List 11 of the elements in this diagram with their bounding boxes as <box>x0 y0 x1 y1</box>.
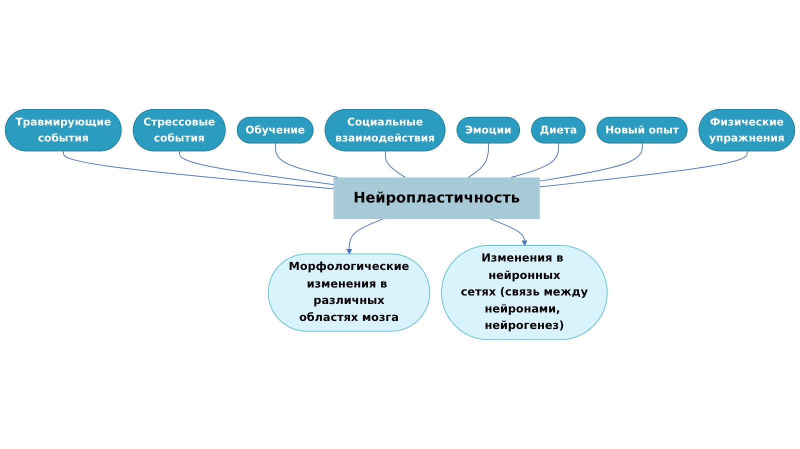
connector <box>539 142 643 182</box>
connector <box>539 150 748 188</box>
arrow <box>346 218 384 254</box>
connector <box>63 150 334 190</box>
arrow <box>490 218 528 246</box>
connector <box>468 142 490 178</box>
connector <box>275 142 338 178</box>
connector <box>510 142 560 178</box>
node-box: Нейропластичность <box>334 177 540 220</box>
connector <box>179 150 334 186</box>
connector <box>384 150 406 178</box>
